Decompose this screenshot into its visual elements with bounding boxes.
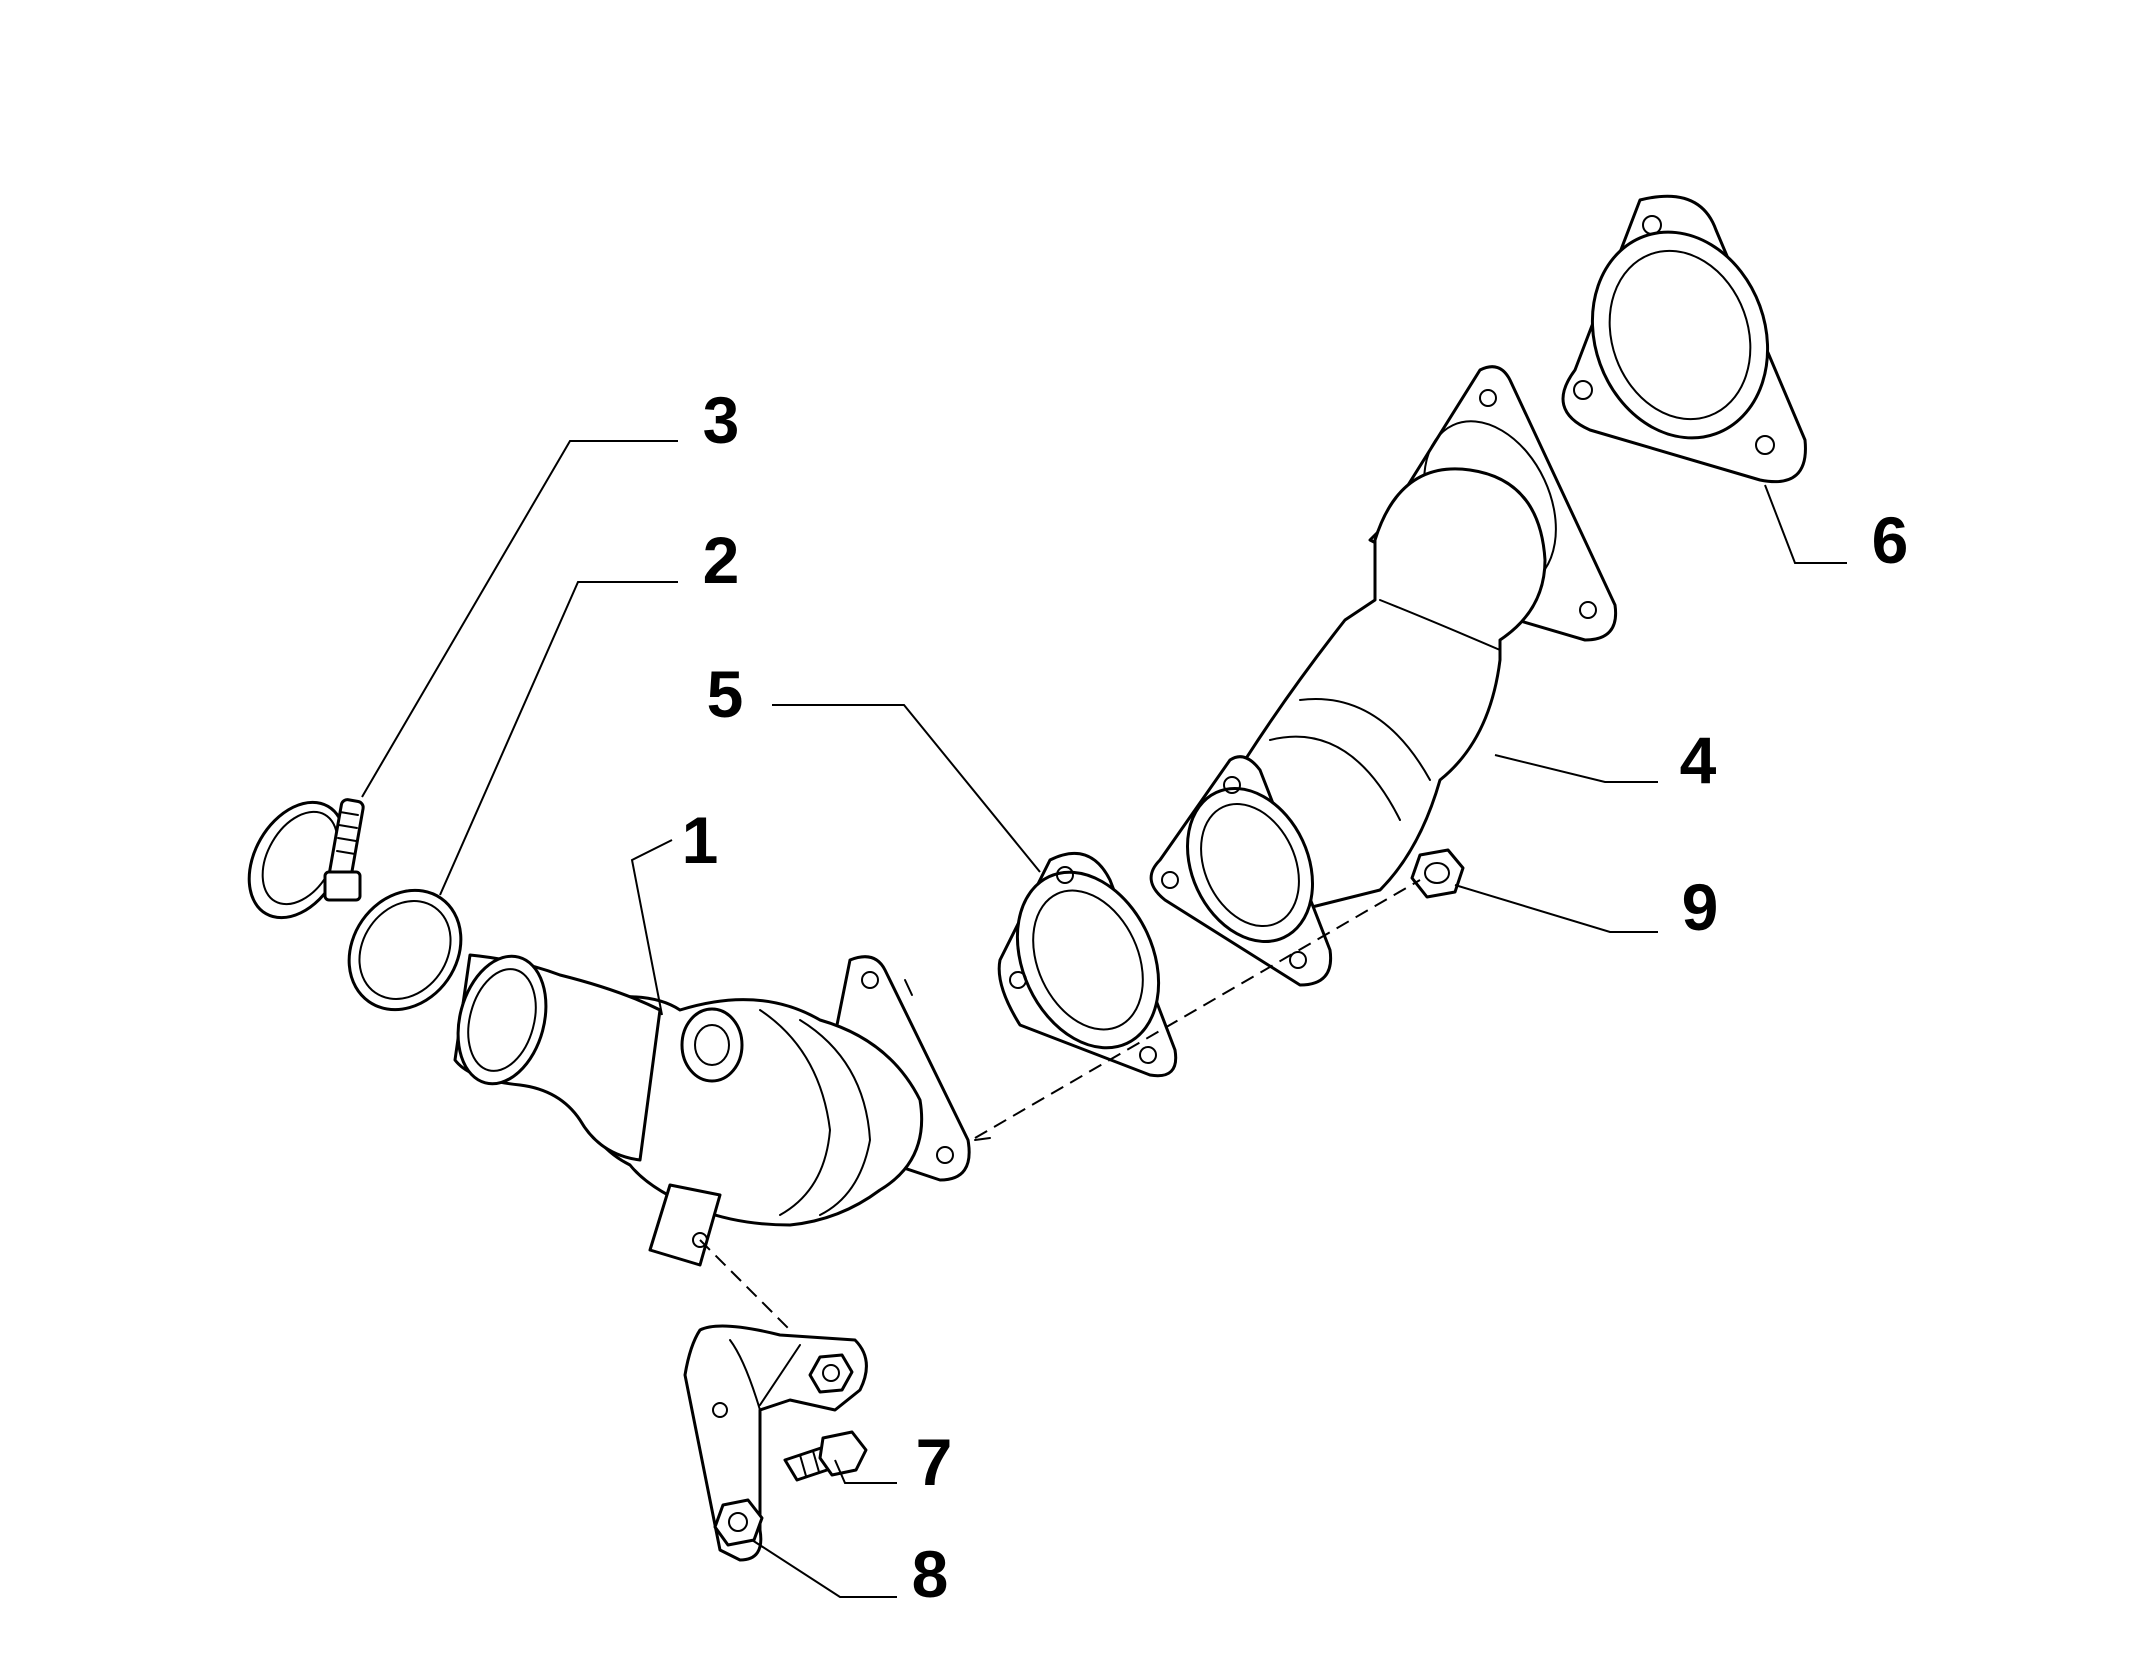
callout-6: 6 bbox=[1872, 503, 1909, 577]
support-bracket bbox=[683, 1324, 868, 1562]
leader-6 bbox=[1764, 484, 1847, 564]
callout-4: 4 bbox=[1680, 723, 1717, 797]
callout-9: 9 bbox=[1682, 870, 1719, 944]
part-7-bolt bbox=[783, 1430, 868, 1482]
part-5-gasket bbox=[997, 851, 1178, 1078]
leader-4 bbox=[1494, 754, 1658, 783]
callout-1: 1 bbox=[682, 803, 719, 877]
callout-3: 3 bbox=[703, 383, 740, 457]
part-4-front-pipe bbox=[1149, 365, 1618, 987]
assembly-line-bracket bbox=[699, 1239, 791, 1331]
part-3-clamp bbox=[247, 798, 365, 920]
leader-8 bbox=[751, 1539, 897, 1598]
part-6-gasket bbox=[1561, 194, 1807, 484]
callout-7: 7 bbox=[916, 1425, 953, 1499]
leader-7 bbox=[834, 1459, 897, 1484]
leader-2 bbox=[439, 581, 678, 896]
callout-2: 2 bbox=[703, 523, 740, 597]
part-1-catalytic-converter bbox=[453, 953, 991, 1267]
part-9-nut bbox=[1410, 848, 1465, 899]
leader-5 bbox=[772, 704, 1041, 873]
leader-9 bbox=[1454, 884, 1658, 933]
assembly-line-flange bbox=[974, 879, 1421, 1139]
callout-5: 5 bbox=[707, 657, 744, 731]
callout-8: 8 bbox=[912, 1537, 949, 1611]
leader-1 bbox=[630, 839, 673, 1016]
part-2-sealing-ring bbox=[347, 888, 463, 1012]
part-8-nut bbox=[713, 1498, 764, 1547]
leader-3 bbox=[361, 440, 678, 798]
